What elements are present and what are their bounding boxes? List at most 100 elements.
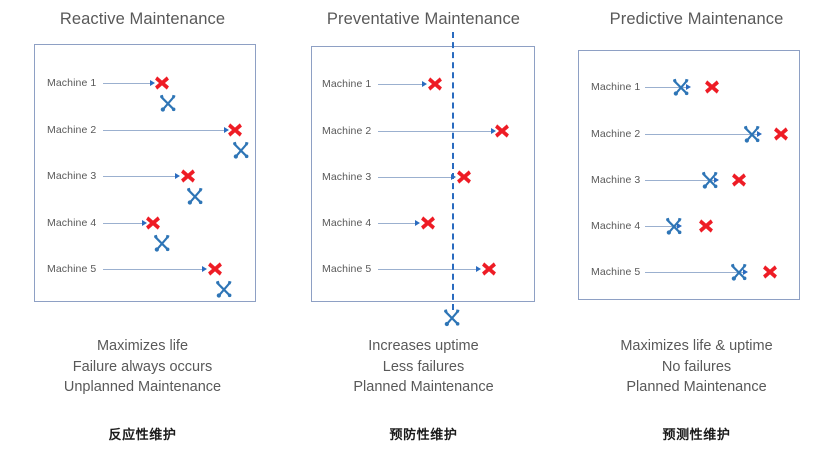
machine-row: Machine 4 — [579, 216, 799, 236]
arrow-head-icon — [150, 80, 156, 86]
timeline-chart-predictive: Machine 1 Machine 2 Machine 3 Machine 4 Mach… — [578, 50, 800, 300]
timeline-line — [103, 269, 202, 270]
machine-row: Machine 5 — [35, 259, 255, 298]
red-x-failure-icon — [180, 168, 197, 185]
red-x-failure-icon — [420, 215, 437, 232]
panel-title-predictive: Predictive Maintenance — [609, 10, 784, 28]
timeline-chart-preventative: Machine 1 Machine 2 Machine 3 Machine 4 Mach… — [311, 46, 535, 302]
machine-row: Machine 2 — [312, 121, 534, 141]
panel-title-reactive: Reactive Maintenance — [59, 10, 226, 28]
timeline-line — [378, 84, 422, 85]
timeline-line — [103, 223, 142, 224]
machine-label: Machine 5 — [47, 263, 97, 275]
red-x-failure-icon — [494, 123, 511, 140]
machine-label: Machine 4 — [322, 217, 372, 229]
wrench-screwdriver-icon — [441, 307, 463, 334]
machine-label: Machine 5 — [591, 266, 641, 278]
machine-row: Machine 4 — [35, 213, 255, 252]
red-x-failure-icon — [704, 79, 721, 96]
red-x-failure-icon — [730, 172, 747, 189]
machine-row: Machine 1 — [35, 73, 255, 112]
scheduled-maintenance-dashed-line — [452, 32, 455, 310]
machine-row: Machine 2 — [579, 124, 799, 144]
wrench-screwdriver-icon — [184, 185, 206, 207]
caption-line: Planned Maintenance — [353, 379, 494, 395]
red-x-failure-icon — [427, 76, 444, 93]
timeline-line — [645, 226, 677, 227]
timeline-line — [378, 269, 476, 270]
wrench-screwdriver-icon — [230, 139, 252, 161]
timeline-line — [645, 272, 744, 273]
caption-line: Less failures — [382, 358, 465, 375]
machine-label: Machine 4 — [47, 217, 97, 229]
timeline-line — [645, 180, 715, 181]
red-x-failure-icon — [226, 122, 243, 139]
arrow-head-icon — [743, 269, 749, 275]
caption-line: Unplanned Maintenance — [63, 379, 222, 395]
arrow-head-icon — [141, 220, 147, 226]
caption-line: No failures — [661, 358, 732, 375]
red-x-failure-icon — [153, 75, 170, 92]
red-x-failure-icon — [761, 264, 778, 281]
machine-row: Machine 3 — [579, 170, 799, 190]
red-x-failure-icon — [456, 169, 473, 186]
machine-row: Machine 1 — [312, 74, 534, 94]
machine-label: Machine 4 — [591, 220, 641, 232]
panel-cn-label-preventative: 预防性维护 — [389, 427, 458, 442]
arrow-head-icon — [174, 173, 180, 179]
machine-label: Machine 1 — [591, 81, 641, 93]
machine-label: Machine 3 — [322, 171, 372, 183]
machine-row: Machine 5 — [579, 262, 799, 282]
machine-label: Machine 3 — [47, 170, 97, 182]
red-x-failure-icon — [773, 126, 790, 143]
machine-row: Machine 3 — [35, 166, 255, 205]
machine-label: Machine 2 — [591, 128, 641, 140]
arrow-head-icon — [415, 220, 421, 226]
machine-row: Machine 4 — [312, 213, 534, 233]
caption-line: Planned Maintenance — [626, 379, 767, 395]
machine-row: Machine 2 — [35, 120, 255, 159]
arrow-head-icon — [756, 131, 762, 137]
timeline-line — [103, 83, 151, 84]
arrow-head-icon — [421, 81, 427, 87]
wrench-screwdriver-icon — [663, 215, 685, 237]
timeline-line — [645, 87, 686, 88]
wrench-screwdriver-icon — [728, 261, 750, 283]
caption-line: Maximizes life — [96, 338, 189, 354]
timeline-line — [103, 176, 175, 177]
timeline-line — [378, 223, 416, 224]
red-x-failure-icon — [144, 215, 161, 232]
caption-line: Increases uptime — [368, 338, 479, 354]
wrench-screwdriver-icon — [741, 123, 763, 145]
machine-label: Machine 5 — [322, 263, 372, 275]
arrow-head-icon — [491, 128, 497, 134]
arrow-head-icon — [223, 127, 229, 133]
machine-row: Machine 5 — [312, 259, 534, 279]
machine-label: Machine 2 — [47, 124, 97, 136]
wrench-screwdriver-icon — [670, 76, 692, 98]
wrench-screwdriver-icon — [699, 169, 721, 191]
machine-label: Machine 2 — [322, 125, 372, 137]
machine-label: Machine 3 — [591, 174, 641, 186]
arrow-head-icon — [676, 223, 682, 229]
timeline-line — [378, 177, 451, 178]
red-x-failure-icon — [206, 261, 223, 278]
machine-row: Machine 1 — [579, 77, 799, 97]
panel-cn-label-reactive: 反应性维护 — [108, 427, 177, 442]
arrow-head-icon — [475, 266, 481, 272]
caption-line: Maximizes life & uptime — [620, 338, 773, 354]
machine-label: Machine 1 — [47, 77, 97, 89]
machine-label: Machine 1 — [322, 78, 372, 90]
caption-line: Failure always occurs — [72, 358, 213, 375]
panel-title-preventative: Preventative Maintenance — [326, 10, 521, 28]
timeline-chart-reactive: Machine 1 Machine 2 Machine 3 Machine 4 Mach… — [34, 44, 256, 302]
red-x-failure-icon — [697, 218, 714, 235]
arrow-head-icon — [685, 84, 691, 90]
